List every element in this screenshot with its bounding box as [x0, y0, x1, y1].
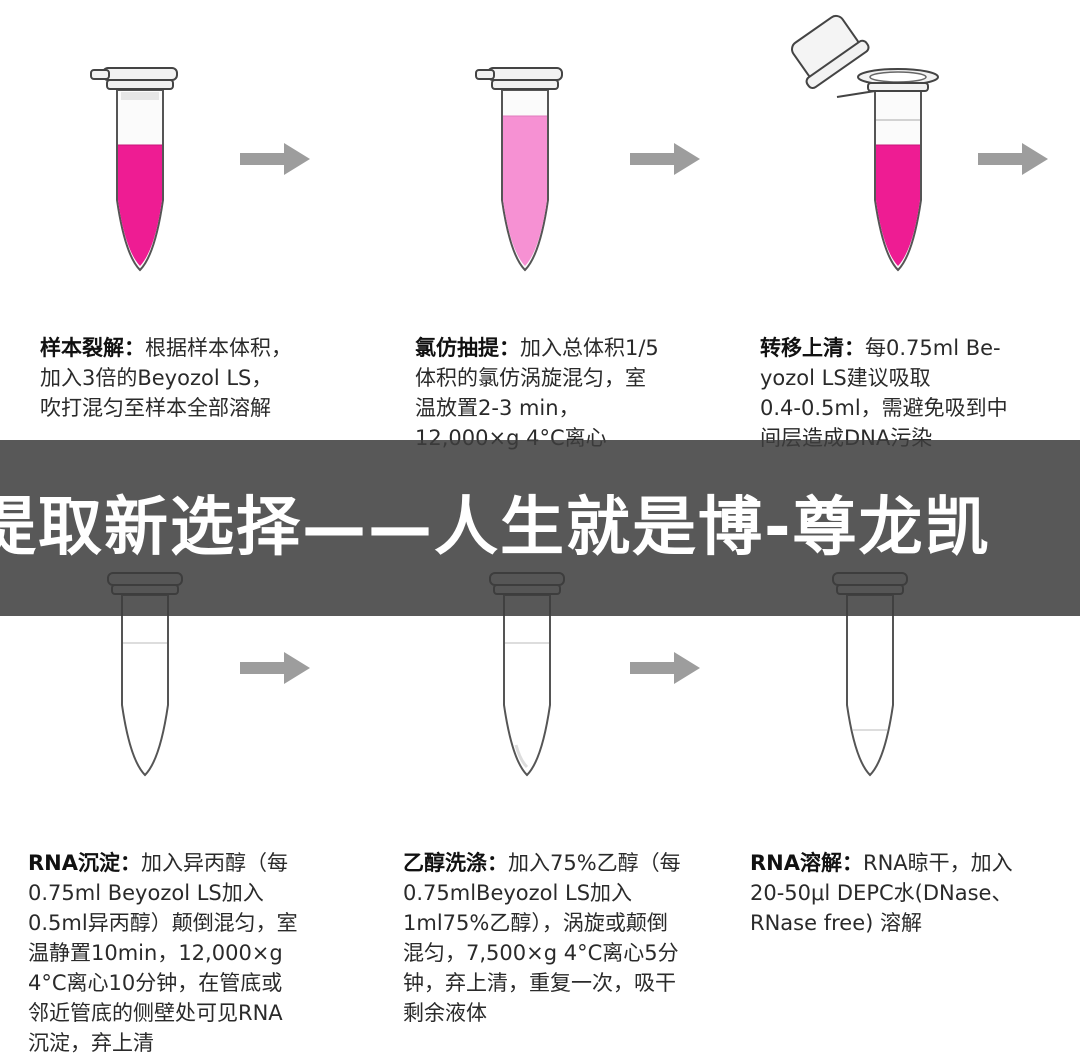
arrow-right-3 [978, 143, 1048, 175]
step-caption-sample-lysis: 样本裂解：根据样本体积， 加入3倍的Beyozol LS， 吹打混匀至样本全部溶… [40, 333, 292, 423]
tube-chloroform-extraction [475, 67, 563, 272]
step-text-line: 加入75%乙醇（每 [508, 851, 681, 875]
tube-transfer-supernatant [791, 14, 939, 272]
step-text-line: 1ml75%乙醇），涡旋或颠倒 [403, 911, 668, 935]
step-text-line: 邻近管底的侧壁处可见RNA [28, 1001, 283, 1025]
step-text-line: 0.5ml异丙醇）颠倒混匀，室 [28, 911, 298, 935]
step-text-line: 0.75ml Beyozol LS加入 [28, 881, 264, 905]
step-text-line: RNA晾干，加入 [863, 851, 1013, 875]
step-label: 样本裂解： [40, 336, 145, 360]
step-text-line: 体积的氯仿涡旋混匀，室 [415, 366, 646, 390]
step-text-line: yozol LS建议吸取 [760, 366, 931, 390]
banner-title: 提取新选择——人生就是博-尊龙凯 [0, 491, 991, 565]
arrow-right-1 [240, 143, 310, 175]
step-text-line: 温放置2-3 min， [415, 396, 580, 420]
step-text-line: 20-50μl DEPC水(DNase、 [750, 881, 1013, 905]
step-text-line: 温静置10min，12,000×g [28, 941, 283, 965]
step-label: 氯仿抽提： [415, 336, 520, 360]
step-text-line: 吹打混匀至样本全部溶解 [40, 396, 271, 420]
step-text-line: 剩余液体 [403, 1001, 487, 1025]
step-text-line: 0.4-0.5ml，需避免吸到中 [760, 396, 1008, 420]
step-label: 乙醇洗涤： [403, 851, 508, 875]
step-text-line: 根据样本体积， [145, 336, 292, 360]
step-caption-transfer-supernatant: 转移上清：每0.75ml Be- yozol LS建议吸取 0.4-0.5ml，… [760, 333, 1008, 453]
arrow-right-5 [630, 652, 700, 684]
arrow-right-4 [240, 652, 310, 684]
step-text-line: 加入总体积1/5 [520, 336, 659, 360]
tube-sample-lysis [90, 67, 178, 272]
step-text-line: 沉淀，弃上清 [28, 1031, 154, 1055]
step-text-line: 每0.75ml Be- [865, 336, 1001, 360]
step-caption-chloroform-extraction: 氯仿抽提：加入总体积1/5 体积的氯仿涡旋混匀，室 温放置2-3 min， 12… [415, 333, 659, 453]
step-text-line: 4°C离心10分钟，在管底或 [28, 971, 283, 995]
overlay-banner: 提取新选择——人生就是博-尊龙凯 [0, 440, 1080, 616]
step-text-line: 钟，弃上清，重复一次，吸干 [403, 971, 676, 995]
step-text-line: RNase free) 溶解 [750, 911, 922, 935]
step-label: RNA沉淀： [28, 851, 141, 875]
step-caption-rna-precipitation: RNA沉淀：加入异丙醇（每 0.75ml Beyozol LS加入 0.5ml异… [28, 848, 298, 1058]
arrow-right-2 [630, 143, 700, 175]
step-label: 转移上清： [760, 336, 865, 360]
step-caption-rna-dissolution: RNA溶解：RNA晾干，加入 20-50μl DEPC水(DNase、 RNas… [750, 848, 1013, 938]
step-text-line: 加入3倍的Beyozol LS， [40, 366, 273, 390]
step-caption-ethanol-wash: 乙醇洗涤：加入75%乙醇（每 0.75mlBeyozol LS加入 1ml75%… [403, 848, 681, 1028]
step-text-line: 加入异丙醇（每 [141, 851, 288, 875]
step-text-line: 混匀，7,500×g 4°C离心5分 [403, 941, 679, 965]
step-label: RNA溶解： [750, 851, 863, 875]
step-text-line: 0.75mlBeyozol LS加入 [403, 881, 633, 905]
